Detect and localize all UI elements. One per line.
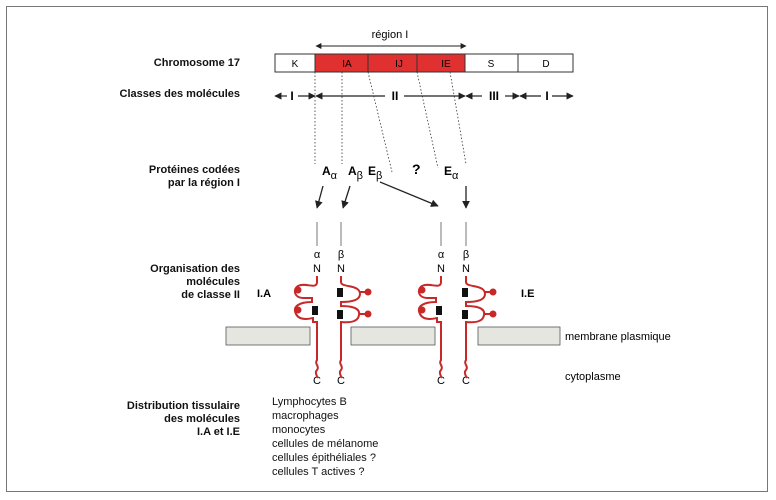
- distribution-item: cellules épithéliales ?: [272, 452, 376, 464]
- molecule-label-ie: I.E: [521, 288, 534, 300]
- chain-stems: [316, 222, 467, 246]
- disulfide-block: [462, 310, 468, 319]
- distribution-item: Lymphocytes B: [272, 396, 347, 408]
- chain-greek: α: [314, 249, 321, 261]
- distribution-item: cellules de mélanome: [272, 438, 379, 450]
- membrane-segment: [350, 326, 436, 346]
- disulfide-block: [337, 310, 343, 319]
- ie-molecule: [417, 276, 497, 379]
- distribution-label-line2: des molécules: [164, 413, 240, 425]
- chain-labels: α β α β N N N N C C C C: [313, 249, 470, 387]
- segment-label: IA: [342, 59, 352, 70]
- segment-label: IJ: [395, 59, 403, 70]
- ia-molecule: [293, 276, 372, 379]
- class-label: III: [489, 89, 499, 103]
- chain-greek: α: [438, 249, 445, 261]
- membrane-segment: [477, 326, 561, 346]
- region-label: région I: [372, 29, 409, 41]
- segment-label: D: [542, 59, 549, 70]
- chain-c: C: [462, 375, 470, 387]
- organisation-label-line2: molécules: [186, 276, 240, 288]
- segment-label: S: [488, 59, 495, 70]
- segment-d: [517, 53, 574, 73]
- class-label: I: [545, 89, 548, 103]
- proteins-label-line1: Protéines codées: [148, 164, 240, 176]
- segment-ij: [367, 53, 418, 73]
- protein-arrows: [315, 181, 470, 209]
- distribution-label-line1: Distribution tissulaire: [126, 400, 240, 412]
- proteins-label-line2: par la région I: [167, 177, 240, 189]
- protein-e-beta: Eβ: [368, 164, 382, 182]
- region-bracket: région I: [315, 29, 467, 49]
- disulfide-block: [436, 306, 442, 315]
- disulfide-block: [462, 288, 468, 297]
- chain-greek: β: [463, 249, 469, 261]
- protein-a-alpha: Aα: [322, 164, 338, 182]
- chain-c: C: [437, 375, 445, 387]
- protein-a-beta: Aβ: [348, 164, 363, 182]
- chain-c: C: [337, 375, 345, 387]
- organisation-label-line1: Organisation des: [150, 263, 240, 275]
- distribution-item: monocytes: [272, 424, 326, 436]
- class-label: II: [392, 89, 399, 103]
- chromosome-row-label: Chromosome 17: [153, 57, 240, 69]
- membrane-segment: [225, 326, 311, 346]
- segment-label: IE: [441, 59, 451, 70]
- figure-frame: [6, 6, 768, 492]
- chain-greek: β: [338, 249, 344, 261]
- plasma-membrane: [225, 326, 561, 346]
- disulfide-block: [312, 306, 318, 315]
- organisation-label-line3: de classe II: [181, 289, 240, 301]
- distribution-item: macrophages: [272, 410, 339, 422]
- distribution-row-label: Distribution tissulaire des molécules I.…: [127, 400, 240, 439]
- segment-label: K: [292, 59, 299, 70]
- protein-labels: Aα Aβ Eβ ? Eα: [322, 161, 459, 182]
- class-label: I: [290, 89, 293, 103]
- chromosome-bar: K IA IJ IE S D: [274, 53, 574, 73]
- cytoplasm-label: cytoplasme: [565, 371, 621, 383]
- mapping-lines: [314, 71, 467, 173]
- membrane-label: membrane plasmique: [565, 331, 671, 343]
- chain-c: C: [313, 375, 321, 387]
- organisation-row-label: Organisation des molécules de classe II: [150, 263, 240, 302]
- molecule-label-ia: I.A: [257, 288, 271, 300]
- chain-n: N: [462, 263, 470, 275]
- question-mark: ?: [412, 161, 421, 177]
- disulfide-block: [337, 288, 343, 297]
- distribution-item: cellules T actives ?: [272, 466, 365, 478]
- chain-n: N: [337, 263, 345, 275]
- classes-row-label: Classes des molécules: [119, 88, 240, 100]
- proteins-row-label: Protéines codées par la région I: [149, 164, 240, 190]
- protein-e-alpha: Eα: [444, 164, 459, 182]
- distribution-label-line3: I.A et I.E: [197, 426, 240, 438]
- chain-n: N: [437, 263, 445, 275]
- chain-n: N: [313, 263, 321, 275]
- distribution-list: Lymphocytes B macrophages monocytes cell…: [272, 395, 378, 479]
